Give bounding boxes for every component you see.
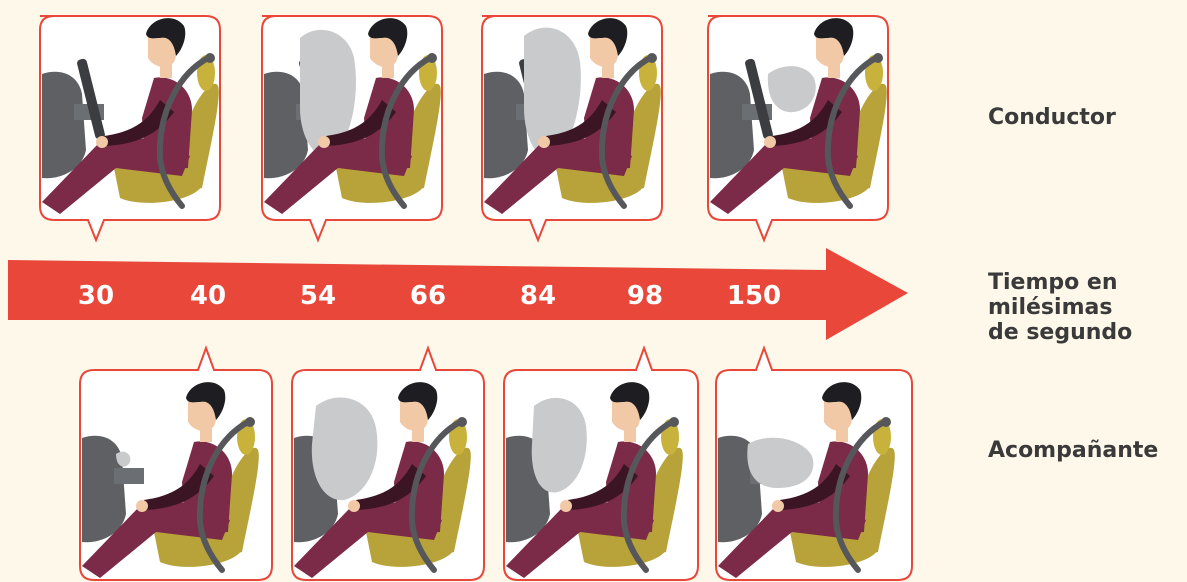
passenger-frame-66: [292, 348, 484, 580]
passenger-frame-40: [80, 348, 272, 580]
driver-frame-84: [482, 16, 662, 240]
driver-frame-54: [262, 16, 442, 240]
time-label: Tiempo en milésimas de segundo: [988, 270, 1132, 345]
tick-label-98: 98: [627, 281, 663, 311]
time-label-line-1: Tiempo en: [988, 270, 1132, 295]
tick-label-54: 54: [300, 281, 336, 311]
time-label-line-3: de segundo: [988, 320, 1132, 345]
passenger-label: Acompañante: [988, 438, 1158, 463]
tick-label-84: 84: [520, 281, 556, 311]
tick-label-66: 66: [410, 281, 446, 311]
time-label-line-2: milésimas: [988, 295, 1132, 320]
tick-label-30: 30: [78, 281, 114, 311]
driver-label: Conductor: [988, 105, 1116, 130]
tick-label-150: 150: [727, 281, 781, 311]
driver-frame-30: [40, 16, 220, 240]
tick-label-40: 40: [190, 281, 226, 311]
passenger-frame-150: [716, 348, 912, 580]
driver-frame-150: [708, 16, 888, 240]
passenger-frame-98: [504, 348, 698, 580]
